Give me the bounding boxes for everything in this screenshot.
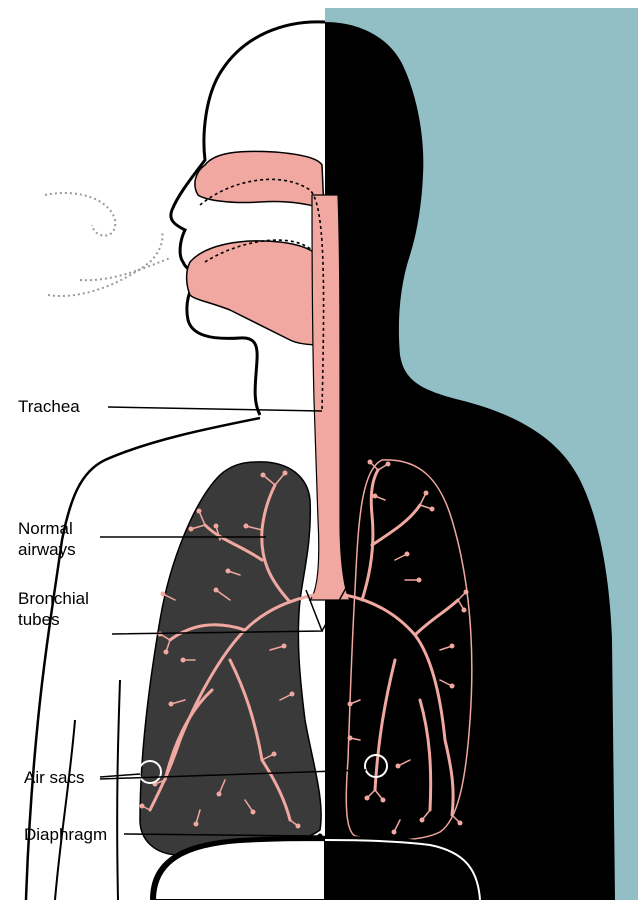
label-bronchial-tubes: Bronchial tubes (18, 588, 89, 630)
label-normal-airways: Normal airways (18, 518, 76, 560)
air-sacs-leader-left (100, 774, 140, 777)
breath-swirl-mid (80, 258, 170, 280)
label-normal-airways-line2: airways (18, 539, 76, 560)
diaphragm-leader-dot (318, 834, 323, 839)
left-arm-outline (55, 720, 75, 900)
breath-swirl-lower (48, 232, 163, 296)
label-normal-airways-line1: Normal (18, 518, 76, 539)
label-bronchial-tubes-line1: Bronchial (18, 588, 89, 609)
label-diaphragm: Diaphragm (24, 824, 107, 845)
left-arm-inner-outline (117, 680, 120, 900)
mouth-airway (187, 241, 322, 345)
breath-swirl-upper (45, 193, 115, 236)
left-lung (140, 462, 321, 855)
trachea-leader (108, 407, 322, 411)
nasal-mouth-airway (195, 151, 324, 210)
label-trachea: Trachea (18, 396, 80, 417)
label-bronchial-tubes-line2: tubes (18, 609, 89, 630)
head-outline (171, 22, 325, 415)
label-air-sacs: Air sacs (24, 767, 84, 788)
